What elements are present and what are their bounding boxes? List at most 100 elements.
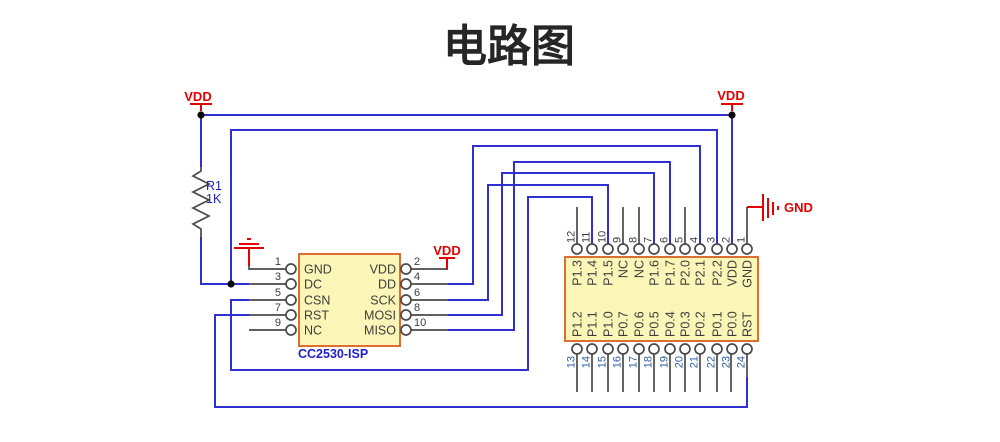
ic-pin-label: P1.1 [586, 311, 600, 337]
resistor-body [191, 167, 211, 237]
ic-pin-number: 1 [736, 237, 748, 243]
connector-pin-label: DD [378, 278, 396, 292]
ic-pins: 12P1.311P1.410P1.59NC8NC7P1.66P1.75P2.04… [566, 231, 755, 369]
vdd-bar-icon [439, 257, 455, 269]
ic-pin-label: P1.6 [648, 260, 662, 286]
ic-pin-number: 13 [566, 356, 578, 368]
ic-pin-pad [617, 343, 629, 355]
connector-pin-number: 3 [275, 271, 281, 283]
ic-pin-pad [726, 243, 738, 255]
ic-pin-pad [664, 343, 676, 355]
ic-pin-pad [679, 343, 691, 355]
earth-ground-icon [747, 194, 779, 221]
earth-ground-icon [234, 238, 264, 266]
ic-pin-pad [664, 243, 676, 255]
ic-pin-number: 21 [689, 356, 701, 368]
connector-pin-number: 6 [414, 287, 420, 299]
connector-pin-number: 8 [414, 302, 420, 314]
junction-dots [197, 111, 736, 288]
junction-dot [197, 111, 205, 119]
ic-top-stubs [576, 207, 748, 244]
ic-pin-label: P1.5 [602, 260, 616, 286]
resistor-r1: R1 1K [191, 167, 222, 237]
pin-stubs [248, 207, 748, 392]
vdd-symbol-connector: VDD [433, 243, 461, 269]
ic-pin-pad [633, 343, 645, 355]
vdd-label: VDD [433, 243, 460, 258]
wires [200, 114, 748, 408]
ic-pin-pad [586, 343, 598, 355]
junction-dot [728, 111, 736, 119]
connector-pin-number: 7 [275, 302, 281, 314]
ic-pin-label: P0.7 [617, 311, 631, 337]
ic-pin-label: P1.4 [586, 260, 600, 286]
ic-pin-pad [694, 243, 706, 255]
ic-pin-label: P1.2 [571, 311, 585, 337]
ic-pin-number: 14 [581, 356, 593, 368]
ic-pin-number: 24 [736, 356, 748, 368]
connector-pin-label: MISO [364, 324, 396, 338]
ic-pin-number: 20 [674, 356, 686, 368]
ic-pin-number: 6 [659, 237, 671, 243]
ic-pin-number: 10 [597, 231, 609, 243]
ic-pin-label: P0.6 [633, 311, 647, 337]
connector-name-label: CC2530-ISP [298, 347, 368, 361]
ic-pin-number: 16 [612, 356, 624, 368]
ground-symbol-left [234, 238, 264, 266]
ic-pin-label: P0.2 [694, 311, 708, 337]
ic-pin-number: 3 [706, 237, 718, 243]
connector-left-stubs [248, 263, 286, 331]
ic-pin-number: 19 [659, 356, 671, 368]
connector-pin-pad [400, 324, 412, 336]
ic-pin-label: P2.1 [694, 260, 708, 286]
connector-pin-number: 1 [275, 256, 281, 268]
ic-pin-label: P2.0 [679, 260, 693, 286]
ic-pin-pad [648, 343, 660, 355]
ic-pin-label: VDD [726, 260, 740, 286]
ic-pin-number: 9 [612, 237, 624, 243]
ic-bottom-stubs [576, 354, 748, 392]
vdd-bar-icon [721, 103, 743, 111]
ic-pin-pad [571, 243, 583, 255]
connector-pin-label: GND [304, 263, 332, 277]
ic-pin-label: RST [741, 312, 755, 337]
junction-dot [227, 280, 235, 288]
connector-pin-label: DC [304, 278, 322, 292]
connector-body [298, 253, 401, 347]
ic-pin-label: P0.5 [648, 311, 662, 337]
ic-pin-number: 15 [597, 356, 609, 368]
connector-pin-pad [285, 263, 297, 275]
ic-pin-number: 4 [689, 237, 701, 243]
connector-pin-pad [285, 278, 297, 290]
wire-sck-net [448, 184, 609, 301]
connector-pin-number: 10 [414, 317, 426, 329]
ic-pin-pad [711, 343, 723, 355]
connector-pin-label: RST [304, 309, 329, 323]
ic-pin-pad [679, 243, 691, 255]
connector-pin-pad [400, 309, 412, 321]
vdd-symbol-right: VDD [717, 88, 745, 111]
ground-symbol-right: GND [747, 194, 813, 221]
wire-csn-net [230, 196, 593, 371]
ic-pin-number: 5 [674, 237, 686, 243]
ic-pin-number: 8 [628, 237, 640, 243]
ic-pin-label: P1.3 [571, 260, 585, 286]
connector-pin-number: 2 [414, 256, 420, 268]
ic-pin-label: P0.0 [726, 311, 740, 337]
resistor-value-label: 1K [206, 192, 222, 206]
resistor-ref-label: R1 [206, 179, 222, 193]
ic-pin-pad [571, 343, 583, 355]
vdd-label: VDD [184, 89, 211, 104]
ic-pin-label: NC [617, 260, 631, 278]
wire-miso-net [448, 161, 671, 331]
ic-pin-pad [711, 243, 723, 255]
ic-pin-label: P0.1 [711, 311, 725, 337]
connector-pin-label: SCK [370, 294, 396, 308]
ic-pin-label: P2.2 [711, 260, 725, 286]
connector-pin-pad [400, 278, 412, 290]
ic-pin-number: 22 [706, 356, 718, 368]
ic-body [564, 256, 759, 342]
